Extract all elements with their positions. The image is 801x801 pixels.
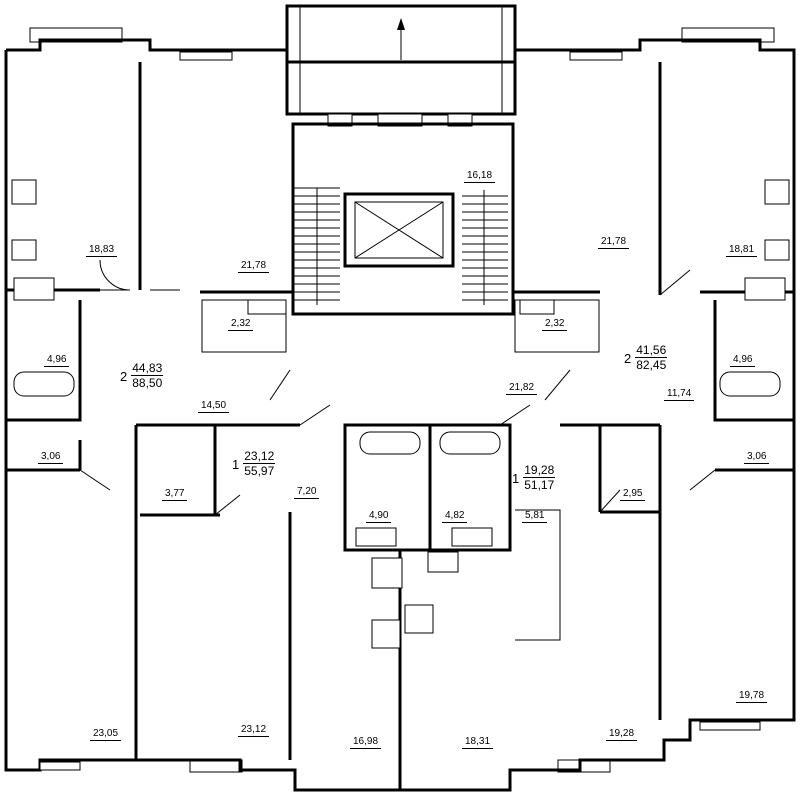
- room-area-label: 4,96: [730, 354, 756, 367]
- apartment-total-area: 88,50: [132, 376, 163, 390]
- room-area-label: 19,28: [606, 728, 638, 741]
- room-area-label: 2,32: [542, 318, 568, 331]
- outer-wall: [4, 38, 796, 792]
- apartment-summary: 1 23,12 55,97: [232, 449, 276, 478]
- room-area-label: 21,82: [506, 382, 538, 395]
- room-area-label: 4,96: [44, 354, 70, 367]
- apartment-rooms: 1: [512, 470, 520, 486]
- room-area-label: 7,20: [294, 486, 320, 499]
- room-area-label: 23,12: [238, 724, 270, 737]
- room-area-label: 3,77: [162, 488, 188, 501]
- apartment-rooms: 2: [120, 368, 128, 384]
- apartment-living-area: 44,83: [131, 361, 164, 376]
- north-arrow-icon: [397, 18, 405, 60]
- room-area-label: 3,06: [744, 451, 770, 464]
- room-area-label: 5,81: [522, 510, 548, 523]
- room-area-label: 21,78: [238, 260, 270, 273]
- apartment-total-area: 55,97: [244, 464, 275, 478]
- apartment-rooms: 2: [624, 350, 632, 366]
- room-area-label: 16,98: [350, 736, 382, 749]
- room-area-label: 4,90: [366, 510, 392, 523]
- room-area-label: 18,81: [726, 244, 758, 257]
- apartment-summary: 2 41,56 82,45: [624, 343, 668, 372]
- apartment-rooms: 1: [232, 456, 240, 472]
- room-area-label: 19,78: [736, 690, 768, 703]
- apartment-living-area: 23,12: [243, 449, 276, 464]
- apartment-summary: 2 44,83 88,50: [120, 361, 164, 390]
- room-area-label: 23,05: [90, 728, 122, 741]
- room-area-label: 2,95: [620, 488, 646, 501]
- room-area-label: 3,06: [38, 451, 64, 464]
- apartment-living-area: 41,56: [635, 343, 668, 358]
- room-area-label: 18,31: [462, 736, 494, 749]
- room-area-label: 16,18: [464, 170, 496, 183]
- apartment-total-area: 82,45: [636, 358, 667, 372]
- room-area-label: 14,50: [198, 400, 230, 413]
- room-area-label: 21,78: [598, 236, 630, 249]
- room-area-label: 2,32: [228, 318, 254, 331]
- room-area-label: 18,83: [86, 244, 118, 257]
- apartment-total-area: 51,17: [524, 478, 555, 492]
- apartment-summary: 1 19,28 51,17: [512, 463, 556, 492]
- stairwell: [291, 122, 515, 316]
- room-area-label: 11,74: [664, 388, 695, 401]
- apartment-living-area: 19,28: [523, 463, 556, 478]
- room-area-label: 4,82: [442, 510, 468, 523]
